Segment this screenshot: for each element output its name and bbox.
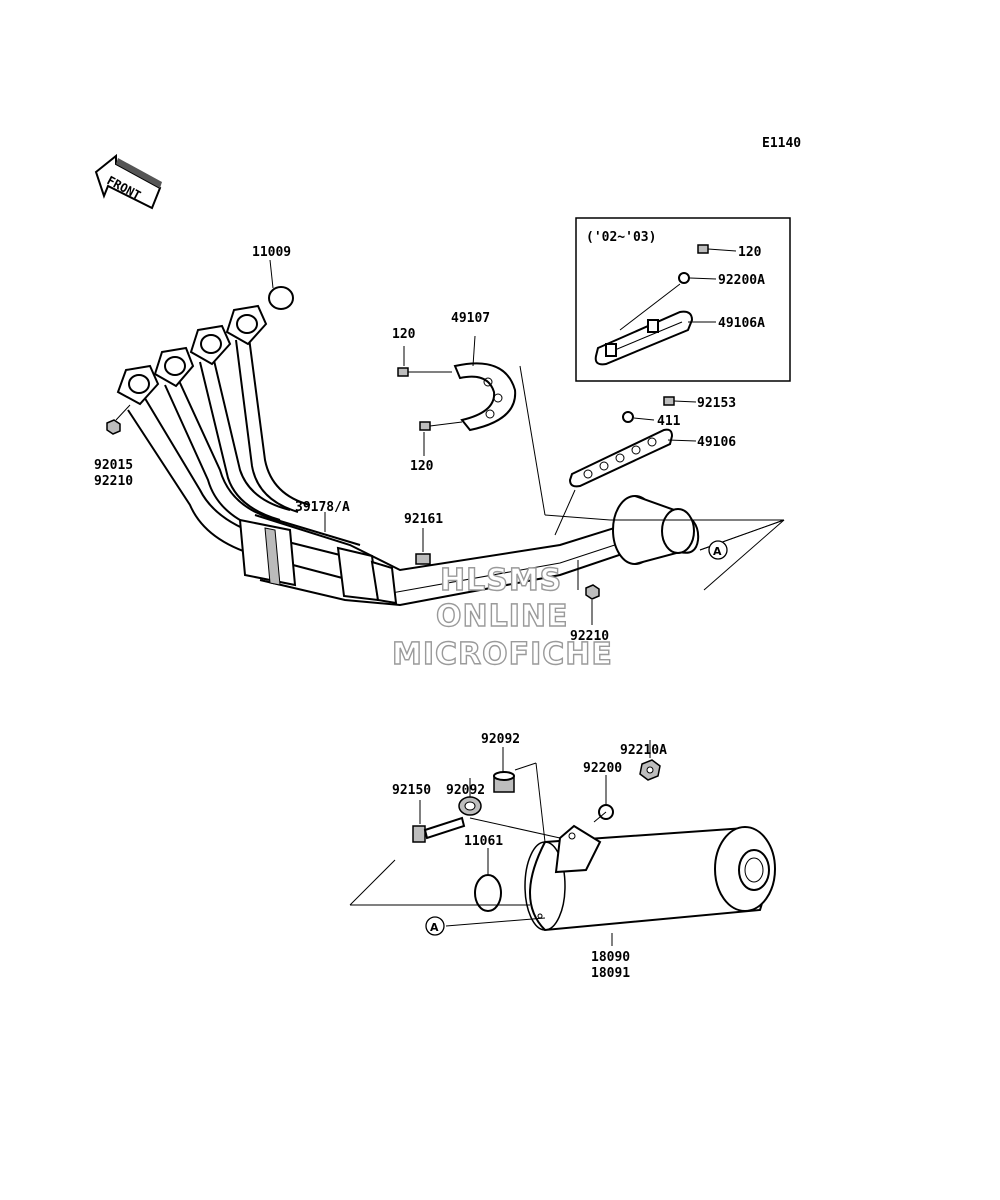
label-120-lower: 120 xyxy=(410,459,434,474)
label-18091: 18091 xyxy=(591,966,630,981)
svg-text:ONLINE: ONLINE xyxy=(436,599,569,634)
label-120-inset: 120 xyxy=(738,245,762,260)
label-92210-a: 92210 xyxy=(94,474,133,489)
label-92210A: 92210A xyxy=(620,743,667,758)
label-92150: 92150 xyxy=(392,783,431,798)
bolt-120-upper xyxy=(397,367,409,377)
label-11009: 11009 xyxy=(252,245,291,260)
bushing-92092-lower xyxy=(458,796,482,816)
watermark: HLSMS ONLINE MICROFICHE xyxy=(391,562,613,672)
label-92200A: 92200A xyxy=(718,273,765,288)
label-92200: 92200 xyxy=(583,761,622,776)
inset-washer-92200A xyxy=(678,272,690,284)
label-411: 411 xyxy=(657,414,681,429)
gasket-11061 xyxy=(474,874,502,912)
nut-92210A xyxy=(639,759,661,781)
label-plate-92161 xyxy=(415,553,431,565)
gasket-11009 xyxy=(268,286,294,310)
reference-marker-a-lower: A xyxy=(425,916,445,936)
label-92092-upper: 92092 xyxy=(481,732,520,747)
label-49107: 49107 xyxy=(451,311,490,326)
inset-bolt-120 xyxy=(697,244,737,254)
label-18090: 18090 xyxy=(591,950,630,965)
reference-marker-a-upper: A xyxy=(708,540,728,560)
label-39178-A: 39178/A xyxy=(295,500,350,515)
label-49106A: 49106A xyxy=(718,316,765,331)
muffler-18090 xyxy=(524,824,776,932)
label-120-upper: 120 xyxy=(392,327,416,342)
bolt-120-lower xyxy=(419,421,431,431)
front-arrow-icon: FRONT xyxy=(94,153,162,210)
label-49106: 49106 xyxy=(697,435,736,450)
bolt-92150 xyxy=(412,816,466,843)
diagram-code: E1140 xyxy=(762,136,801,151)
inset-years-label: ('02~'03) xyxy=(586,230,656,245)
label-92015: 92015 xyxy=(94,458,133,473)
label-92210-b: 92210 xyxy=(570,629,609,644)
label-92153: 92153 xyxy=(697,396,736,411)
inset-box: ('02~'03) 120 92200A 49106A xyxy=(575,217,791,382)
svg-text:MICROFICHE: MICROFICHE xyxy=(392,637,613,672)
bolt-92153 xyxy=(663,396,675,406)
inset-heat-guard-49106A xyxy=(594,283,694,366)
label-92092-lower: 92092 xyxy=(446,783,485,798)
nut-92210 xyxy=(585,584,600,600)
washer-411 xyxy=(622,411,634,423)
nut-92015 xyxy=(106,419,121,435)
bushing-92092-upper xyxy=(493,771,515,793)
label-92161: 92161 xyxy=(404,512,443,527)
svg-text:A: A xyxy=(713,545,722,558)
label-11061: 11061 xyxy=(464,834,503,849)
svg-text:HLSMS: HLSMS xyxy=(440,563,562,598)
heat-guard-49106 xyxy=(568,428,674,488)
svg-text:A: A xyxy=(430,921,439,934)
heat-shield-49107 xyxy=(453,362,517,432)
